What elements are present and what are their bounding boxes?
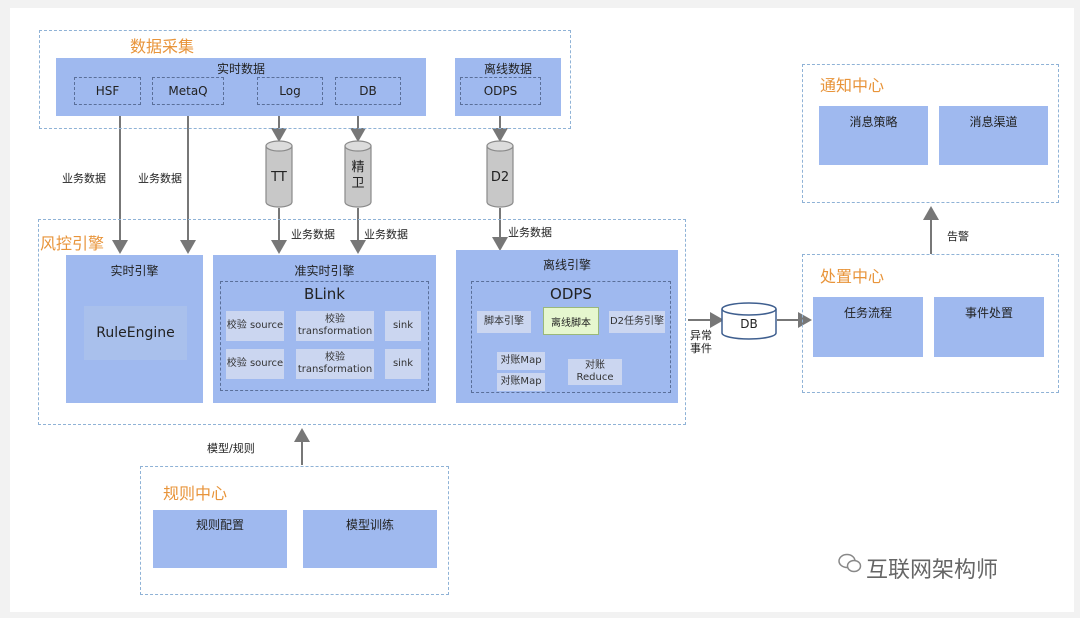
realtime-engine-title: 实时引擎 — [110, 264, 159, 278]
message-strategy: 消息策略 — [819, 106, 928, 165]
handling-center-title: 处置中心 — [820, 267, 885, 286]
realtime-data-panel — [56, 58, 426, 116]
data-collection-group — [39, 30, 571, 129]
edge-label-business-4: 业务数据 — [364, 228, 408, 241]
edge-label-business-3: 业务数据 — [291, 228, 335, 241]
blink-frame — [220, 281, 429, 391]
edge-label-alarm: 告警 — [947, 230, 969, 243]
blink-title: BLink — [303, 285, 345, 303]
blink-row1-source: 校验 source — [226, 311, 284, 341]
near-realtime-engine-title: 准实时引擎 — [294, 264, 355, 278]
edge-label-model-rules: 模型/规则 — [207, 442, 255, 455]
edge-label-business-5: 业务数据 — [508, 226, 552, 239]
model-training: 模型训练 — [303, 510, 437, 568]
odps-reduce: 对账 Reduce — [568, 359, 622, 385]
blink-row2-sink: sink — [385, 349, 421, 379]
offline-data-title: 离线数据 — [483, 62, 532, 76]
rule-config: 规则配置 — [153, 510, 287, 568]
offline-engine-title: 离线引擎 — [542, 258, 591, 272]
edge-label-business-2: 业务数据 — [138, 172, 182, 185]
source-hsf: HSF — [74, 77, 141, 105]
edge-label-anomaly: 异常事件 — [690, 329, 712, 355]
risk-engine-group — [38, 219, 686, 425]
offline-data-panel — [455, 58, 561, 116]
notification-center-group — [802, 64, 1059, 203]
source-metaq: MetaQ — [152, 77, 224, 105]
rule-center-title: 规则中心 — [163, 484, 228, 503]
data-collection-title: 数据采集 — [130, 37, 195, 56]
handling-center-group — [802, 254, 1059, 393]
rule-center-group — [140, 466, 449, 595]
task-flow: 任务流程 — [813, 297, 923, 357]
rule-engine-box: RuleEngine — [84, 306, 187, 360]
message-channel: 消息渠道 — [939, 106, 1048, 165]
blink-row1-sink: sink — [385, 311, 421, 341]
realtime-data-title: 实时数据 — [216, 62, 265, 76]
db-label: DB — [740, 317, 758, 331]
blink-row2-transformation: 校验 transformation — [296, 349, 374, 379]
blink-row1-transformation: 校验 transformation — [296, 311, 374, 341]
source-log: Log — [257, 77, 323, 105]
odps-map-1: 对账Map — [497, 352, 545, 370]
odps-d2-task-engine: D2任务引擎 — [609, 311, 665, 333]
odps-script-engine: 脚本引擎 — [477, 311, 531, 333]
source-db: DB — [335, 77, 401, 105]
odps-title: ODPS — [550, 285, 592, 303]
odps-map-2: 对账Map — [497, 373, 545, 391]
wechat-icon — [838, 552, 862, 574]
jingwei-label: 精卫 — [351, 160, 365, 191]
event-handling: 事件处置 — [934, 297, 1044, 357]
risk-engine-title: 风控引擎 — [40, 234, 105, 253]
edge-label-business-1: 业务数据 — [62, 172, 106, 185]
blink-row2-source: 校验 source — [226, 349, 284, 379]
odps-frame — [471, 281, 671, 393]
notification-center-title: 通知中心 — [820, 76, 885, 95]
tt-label: TT — [271, 170, 287, 185]
odps-offline-script: 离线脚本 — [543, 307, 599, 335]
d2-label: D2 — [490, 170, 510, 185]
watermark-text: 互联网架构师 — [866, 558, 999, 583]
source-odps: ODPS — [460, 77, 541, 105]
